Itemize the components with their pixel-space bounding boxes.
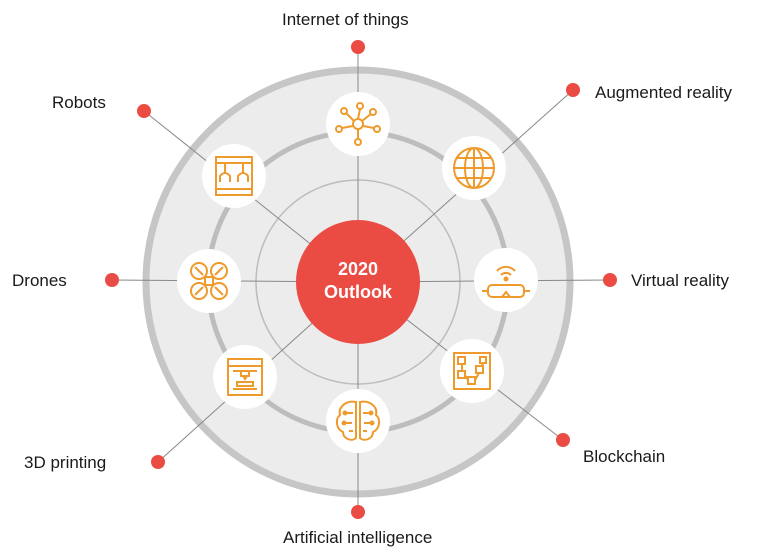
outer-dots <box>105 40 617 519</box>
drone-icon <box>190 262 228 300</box>
network-node-icon <box>335 102 381 146</box>
robot-arm-icon <box>215 156 253 196</box>
label-robots: Robots <box>52 93 106 112</box>
dot-3d-printing <box>151 455 165 469</box>
label-drones: Drones <box>12 271 67 290</box>
center-disc <box>296 220 420 344</box>
blockchain-blocks-icon <box>453 352 491 390</box>
label-augmented-reality: Augmented reality <box>595 83 733 102</box>
dot-drones <box>105 273 119 287</box>
label-internet-of-things: Internet of things <box>282 10 409 29</box>
brain-circuit-icon <box>335 400 381 441</box>
center-title-line1: 2020 <box>337 259 379 279</box>
dot-augmented-reality <box>566 83 580 97</box>
dot-blockchain <box>556 433 570 447</box>
label-artificial-intelligence: Artificial intelligence <box>283 528 433 547</box>
globe-icon <box>453 147 495 189</box>
label-blockchain: Blockchain <box>583 447 666 466</box>
dot-internet-of-things <box>351 40 365 54</box>
dot-robots <box>137 104 151 118</box>
center-title-line2: Outlook <box>324 282 392 302</box>
label-3d-printing: 3D printing <box>24 453 107 472</box>
3d-printer-icon <box>227 358 263 396</box>
dot-artificial-intelligence <box>351 505 365 519</box>
label-virtual-reality: Virtual reality <box>631 271 729 290</box>
vr-headset-icon <box>482 265 530 298</box>
dot-virtual-reality <box>603 273 617 287</box>
